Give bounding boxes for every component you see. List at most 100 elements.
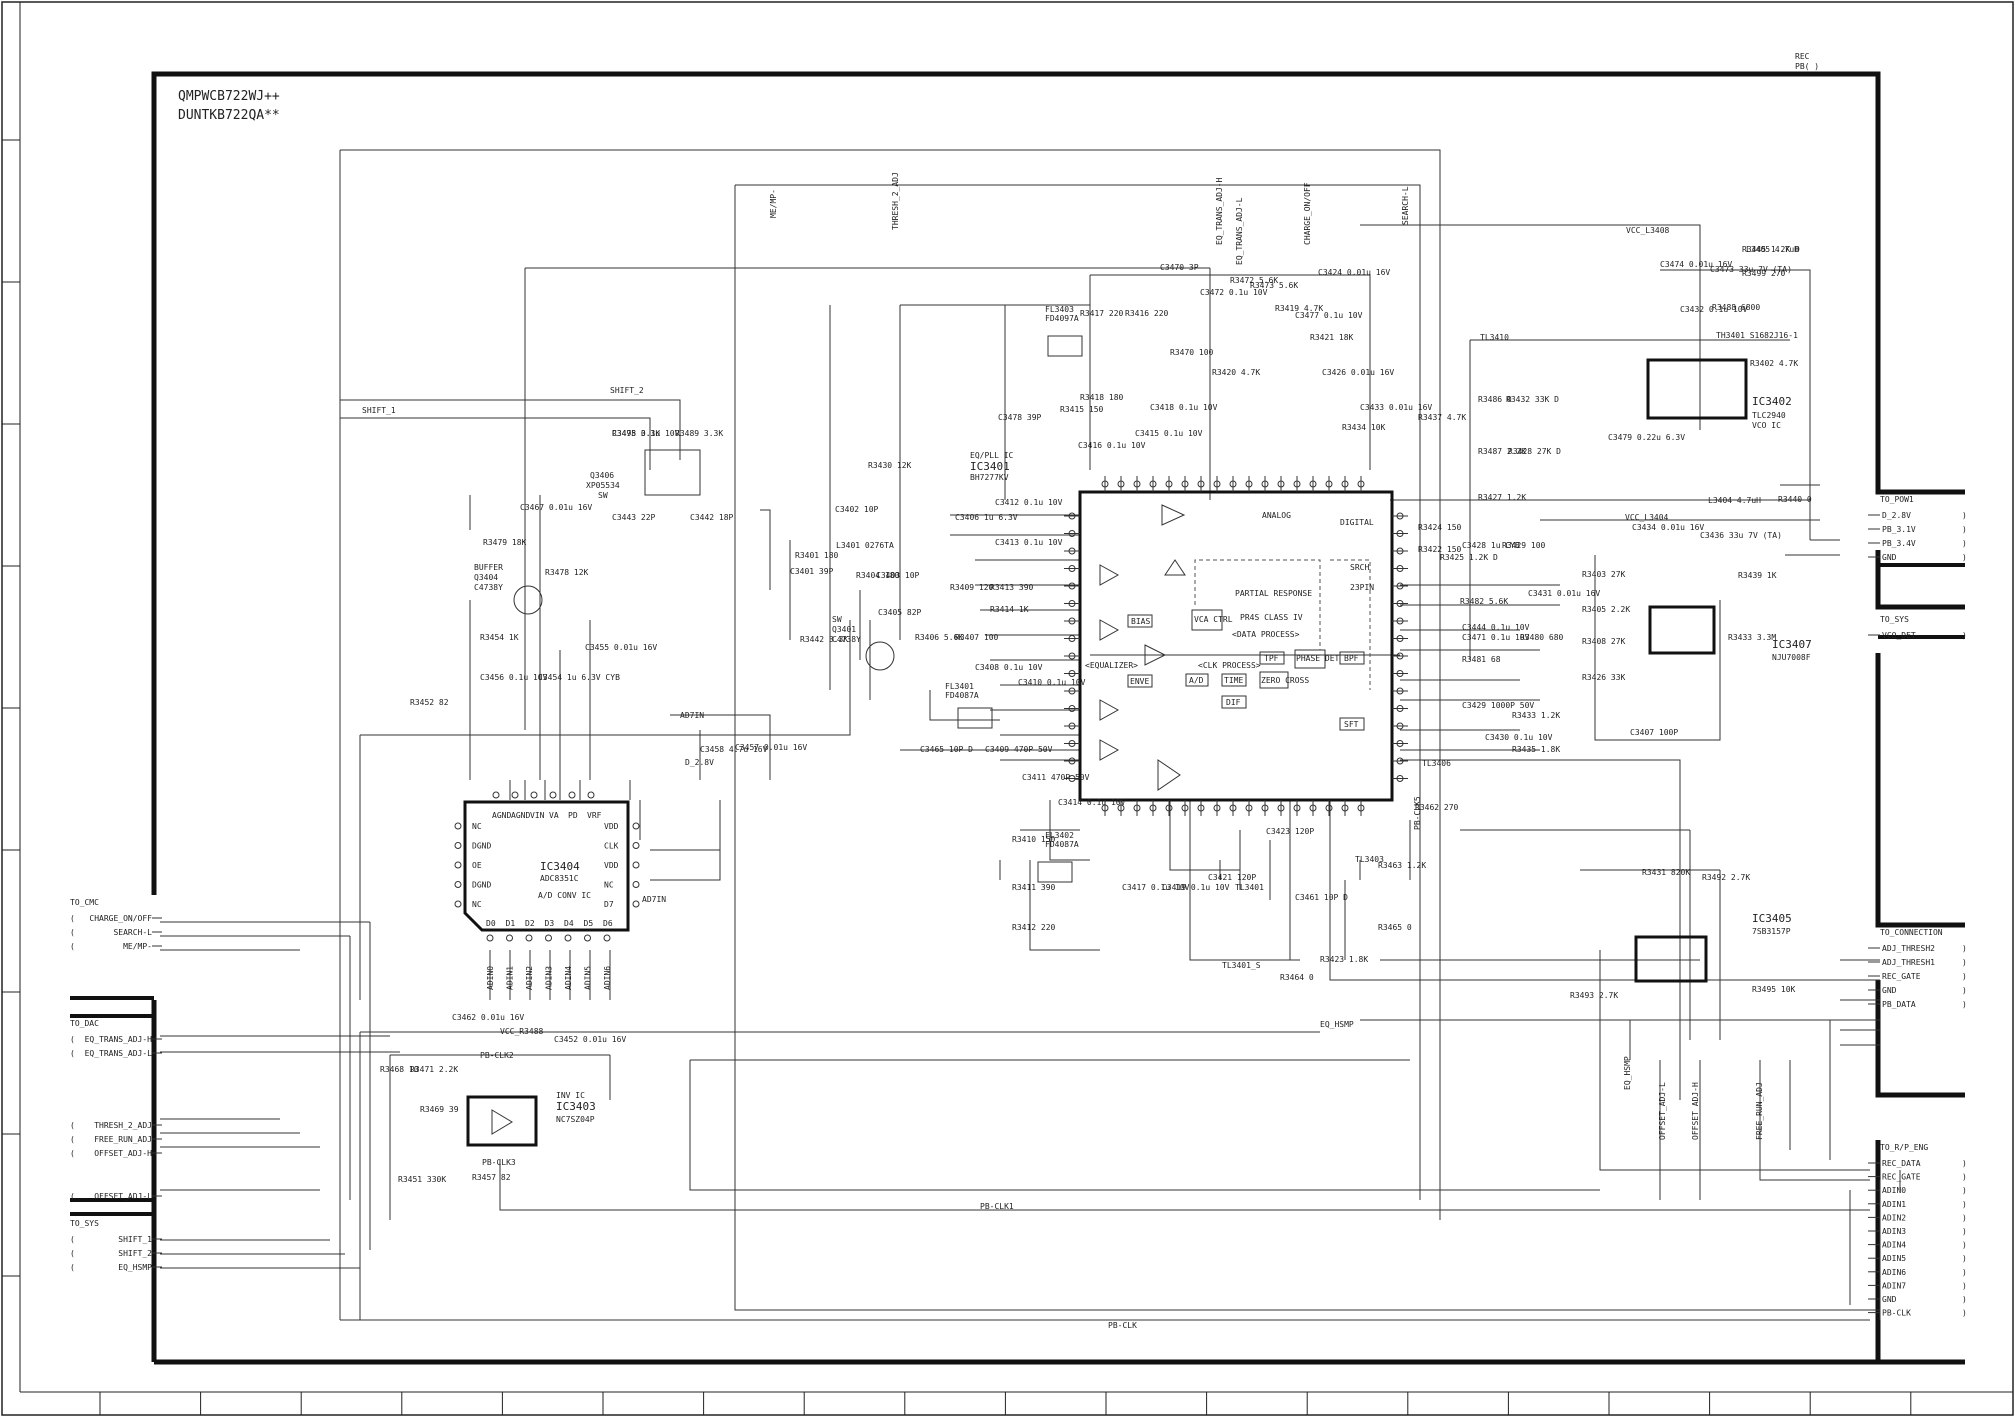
component-label: R3419 4.7K <box>1275 304 1323 313</box>
connector-name: TO_CMC <box>70 898 99 907</box>
connector-bracket: ( <box>70 914 75 923</box>
net-label: VCC_L3408 <box>1626 226 1670 235</box>
component-label: R3412 220 <box>1012 923 1056 932</box>
component-label: C3403 10P <box>876 571 920 580</box>
vertical-label: THRESH_2_ADJ <box>891 172 900 230</box>
ic3401-ref: IC3401 <box>970 460 1010 473</box>
ic3402-body <box>1646 358 1748 420</box>
component-label: R3454 1K <box>480 633 519 642</box>
ic3401-tpf: TPF <box>1264 654 1279 663</box>
component-label: R3429 100 <box>1502 541 1546 550</box>
ic3401-phase-det-block <box>1294 649 1326 669</box>
component-label: R3415 150 <box>1060 405 1104 414</box>
connector-bracket: ) <box>1962 631 1967 640</box>
component-label: C3412 0.1u 10V <box>995 498 1063 507</box>
adin-label: ADIN0 <box>486 966 495 990</box>
connector-signal: D_2.8V <box>1882 511 1911 520</box>
component-label: C3475 0.1u 10V <box>612 429 680 438</box>
component-label: R3431 820K <box>1642 868 1690 877</box>
connector-bracket: ( <box>70 942 75 951</box>
connector-signal: EQ_TRANS_ADJ-H <box>85 1035 153 1044</box>
component-label: R3401 180 <box>795 551 839 560</box>
ic3404-pin-left: DGND <box>472 842 491 851</box>
ic3401-bias: BIAS <box>1131 617 1150 626</box>
ic3401-tpf-block <box>1259 651 1285 665</box>
vertical-label: CHARGE_ON/OFF <box>1303 182 1312 245</box>
connector-signal: GND <box>1882 986 1897 995</box>
connector-signal: REC_GATE <box>1882 1173 1921 1182</box>
component-label: R3407 100 <box>955 633 999 642</box>
component-label: R3442 3.3K <box>800 635 848 644</box>
component-label: C3478 39P <box>998 413 1042 422</box>
component-label: R3468 10 <box>380 1065 419 1074</box>
connector-signal: CHARGE_ON/OFF <box>89 914 152 923</box>
connector-bracket: ( <box>70 1035 75 1044</box>
connector-bracket: ) <box>1962 1281 1967 1290</box>
ic3404-desc: A/D CONV IC <box>538 891 591 900</box>
component-label: C3431 0.01u 16V <box>1528 589 1600 598</box>
net-labels: SHIFT_2SHIFT_1TL3410VCC_L3408VCC_L3404TL… <box>362 226 1670 1330</box>
ic3401-dif-block <box>1221 695 1247 709</box>
component-label: R3452 82 <box>410 698 449 707</box>
ic3404-part: ADC8351C <box>540 874 579 883</box>
q3404-role: BUFFER <box>474 563 503 572</box>
wiring <box>160 149 1901 1321</box>
fl3403-body <box>1047 335 1083 357</box>
connector-signal: ME/MP- <box>123 942 152 951</box>
component-label: C3416 0.1u 10V <box>1078 441 1146 450</box>
net-label: PB-CLK1 <box>980 1202 1014 1211</box>
component-label: C3470 3P <box>1160 263 1199 272</box>
component-label: C3410 0.1u 10V <box>1018 678 1086 687</box>
component-label: R3481 68 <box>1462 655 1501 664</box>
connector-signal: ADIN7 <box>1882 1281 1906 1290</box>
component-label: R3423 1.8K <box>1320 955 1368 964</box>
ic3404-pin-right: VDD <box>604 861 619 870</box>
connector-signal: PB_DATA <box>1882 1000 1916 1009</box>
ic3401-part: BH7277KV <box>970 473 1009 482</box>
net-label: PB-CLK3 <box>482 1158 516 1167</box>
ic3401-bias-block <box>1127 614 1153 628</box>
connector-signal: PB_3.1V <box>1882 525 1916 534</box>
ic3404-pin-bottom: D2 <box>525 919 535 928</box>
component-label: C3414 0.1u 10V <box>1058 798 1126 807</box>
ic3401-pr4s: PR4S CLASS IV <box>1240 613 1303 622</box>
vertical-label: ME/MP- <box>769 189 778 218</box>
ic3401-analog: ANALOG <box>1262 511 1291 520</box>
ic3404-pin-right: CLK <box>604 842 619 851</box>
component-label: R3403 27K <box>1582 570 1626 579</box>
adin-label: ADIN3 <box>545 966 554 990</box>
connector-bracket: ( <box>70 928 75 937</box>
fl3401-body <box>957 707 993 729</box>
connector-signal: ADIN6 <box>1882 1268 1906 1277</box>
model-code-1: QMPWCB722WJ++ <box>178 89 280 104</box>
adin-label: ADIN4 <box>564 966 573 990</box>
component-label: C3479 0.22u 6.3V <box>1608 433 1685 442</box>
connector-bracket: ) <box>1962 1213 1967 1222</box>
connector-bracket: ) <box>1962 1309 1967 1318</box>
component-label: C3424 0.01u 16V <box>1318 268 1390 277</box>
ic3401-zero-cross-block <box>1259 671 1289 689</box>
component-label: R3402 4.7K <box>1750 359 1798 368</box>
ic3401-phase-det: PHASE DET <box>1296 654 1340 663</box>
component-label: C3423 120P <box>1266 827 1314 836</box>
q3401-ref: Q3401 <box>832 625 856 634</box>
ic3407-part: NJU7008F <box>1772 653 1811 662</box>
component-label: C3434 0.01u 16V <box>1632 523 1704 532</box>
q3401-body <box>865 641 895 671</box>
q3401-role: SW <box>832 615 842 624</box>
component-label: R3479 18K <box>483 538 527 547</box>
ic3404-pin-bottom: D4 <box>564 919 574 928</box>
ic3404-pin-right: NC <box>604 881 614 890</box>
component-label: R3437 4.7K <box>1418 413 1466 422</box>
component-label: C3407 100P <box>1630 728 1678 737</box>
connector-signal: EQ_HSMP <box>118 1263 152 1272</box>
component-label: R3424 150 <box>1418 523 1462 532</box>
ic3404-pin-top: AGND <box>492 811 511 820</box>
ic3407-ref: IC3407 <box>1772 638 1812 651</box>
component-label: C3421 120P <box>1208 873 1256 882</box>
component-label: C3472 0.1u 10V <box>1200 288 1268 297</box>
component-label: R3432 33K D <box>1506 395 1559 404</box>
component-label: R3416 220 <box>1125 309 1169 318</box>
ic3404-pin-bottom: D0 <box>486 919 496 928</box>
